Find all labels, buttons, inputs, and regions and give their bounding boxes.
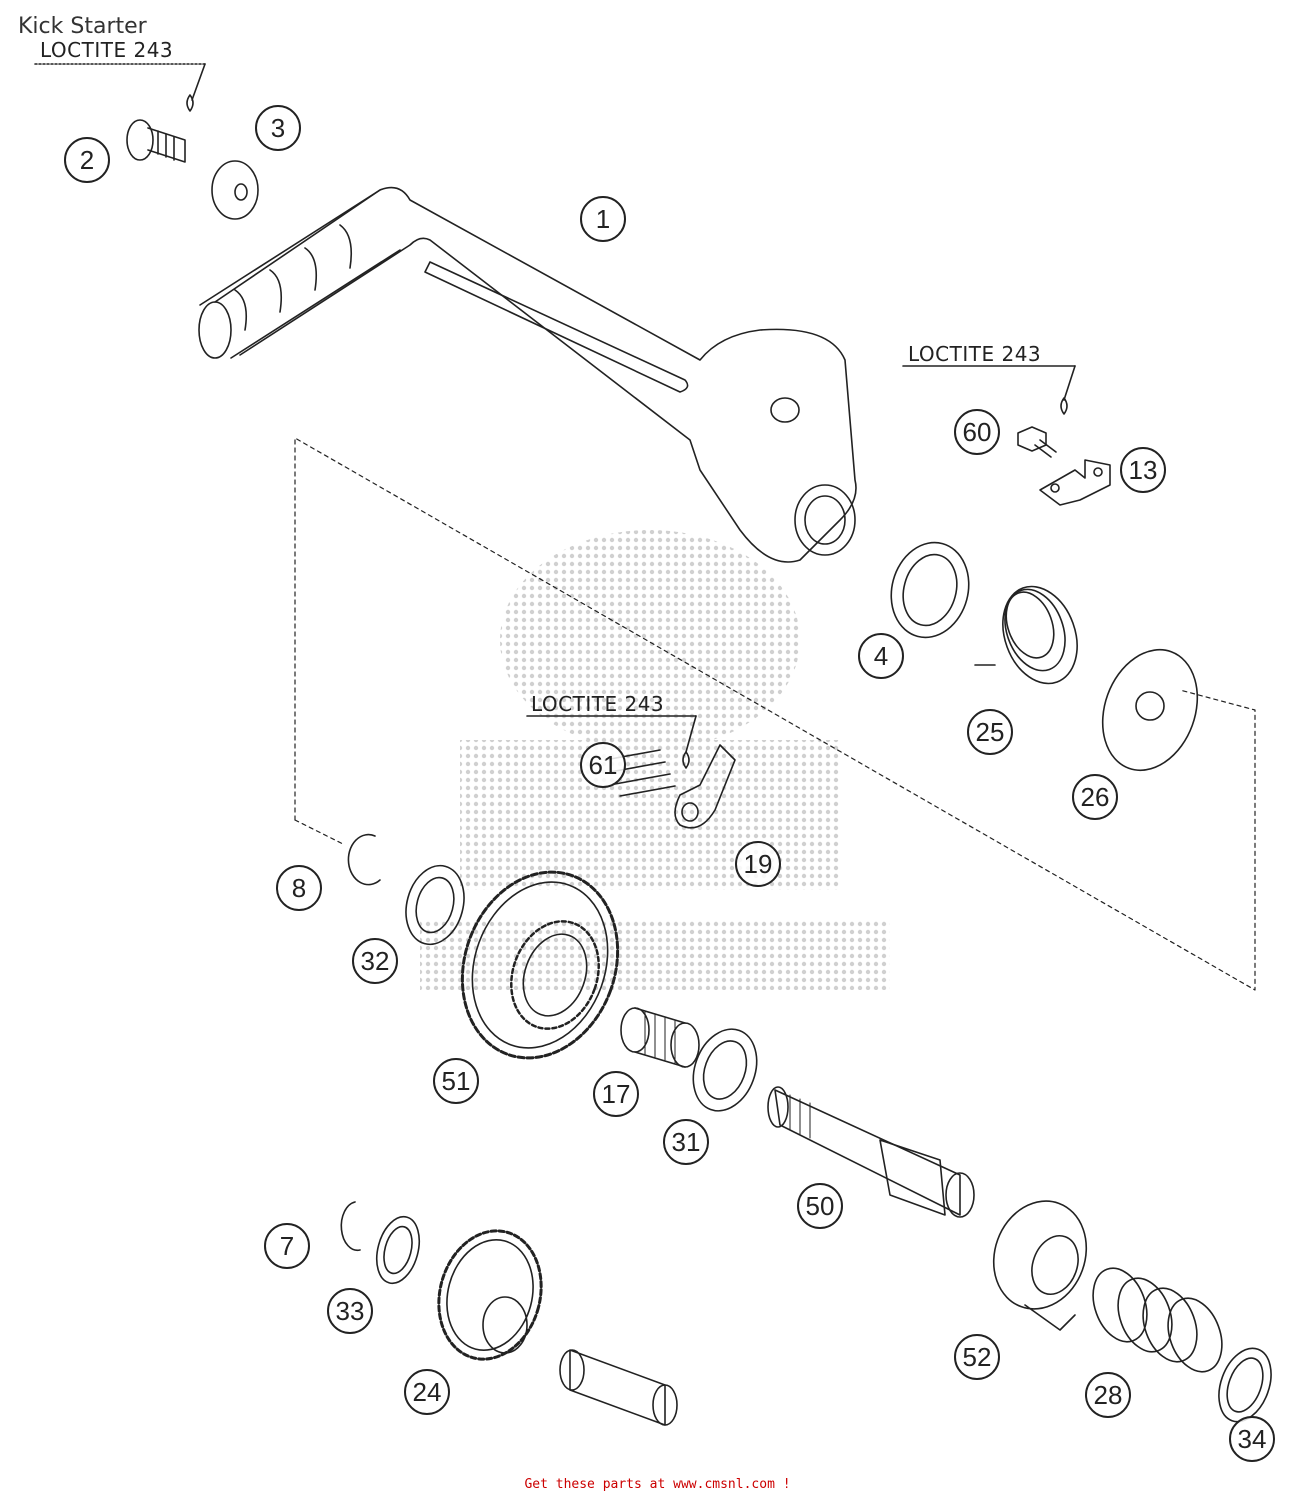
part-1-kick-lever: [198, 186, 857, 563]
callout-19[interactable]: 19: [735, 841, 781, 887]
callout-17[interactable]: 17: [593, 1071, 639, 1117]
part-26-disc: [1101, 648, 1199, 772]
callout-52[interactable]: 52: [954, 1334, 1000, 1380]
callout-7[interactable]: 7: [264, 1223, 310, 1269]
callout-25[interactable]: 25: [967, 709, 1013, 755]
part-2-screw: [126, 119, 186, 163]
loctite-label: LOCTITE 243: [908, 342, 1042, 366]
callout-4[interactable]: 4: [858, 633, 904, 679]
callout-50[interactable]: 50: [797, 1183, 843, 1229]
callout-61[interactable]: 61: [580, 742, 626, 788]
callout-32[interactable]: 32: [352, 938, 398, 984]
part-51-gear: [460, 870, 620, 1060]
part-31-washer: [692, 1028, 758, 1112]
callout-28[interactable]: 28: [1085, 1372, 1131, 1418]
callout-33[interactable]: 33: [327, 1288, 373, 1334]
part-bushing: [559, 1349, 678, 1426]
callout-31[interactable]: 31: [663, 1119, 709, 1165]
part-61-screws: [604, 749, 676, 797]
part-17-needle-bearing: [620, 1007, 700, 1068]
part-25-spring: [974, 585, 1078, 685]
callout-26[interactable]: 26: [1072, 774, 1118, 820]
part-50-shaft: [767, 1086, 975, 1218]
part-60-bolt: [1017, 426, 1057, 458]
callout-51[interactable]: 51: [433, 1058, 479, 1104]
part-13-bracket: [1039, 459, 1111, 506]
part-4-washer: [890, 541, 970, 639]
part-52-ratchet: [992, 1200, 1088, 1331]
callout-8[interactable]: 8: [276, 865, 322, 911]
loctite-label: LOCTITE 243: [40, 38, 174, 62]
footer-link[interactable]: Get these parts at www.cmsnl.com !: [524, 1477, 791, 1492]
part-19-guide: [674, 744, 736, 829]
callout-2[interactable]: 2: [64, 137, 110, 183]
watermark-logo: [420, 530, 890, 990]
assembly-dashed-lines: [294, 437, 1256, 991]
callout-3[interactable]: 3: [255, 105, 301, 151]
part-32-washer: [405, 864, 465, 946]
part-34-washer: [1218, 1347, 1272, 1423]
part-3-washer: [211, 160, 259, 220]
callout-24[interactable]: 24: [404, 1369, 450, 1415]
loctite-label: LOCTITE 243: [531, 692, 665, 716]
diagram-title: Kick Starter: [18, 14, 147, 39]
part-8-circlip: [347, 833, 381, 886]
callout-13[interactable]: 13: [1120, 447, 1166, 493]
part-7-circlip: [340, 1201, 361, 1252]
callout-34[interactable]: 34: [1229, 1416, 1275, 1462]
part-28-spring: [1092, 1267, 1223, 1373]
callout-60[interactable]: 60: [954, 409, 1000, 455]
callout-1[interactable]: 1: [580, 196, 626, 242]
part-24-idler-gear: [437, 1229, 543, 1361]
part-33-washer: [375, 1215, 421, 1285]
